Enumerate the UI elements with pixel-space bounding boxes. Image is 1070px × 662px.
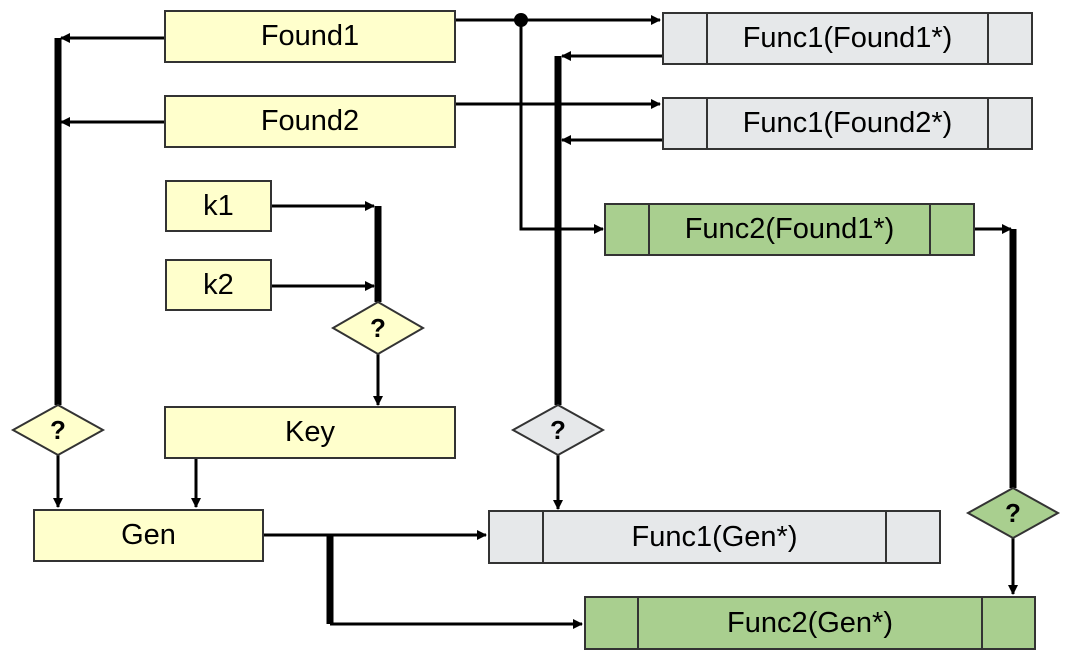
decision-label: ? [50,415,66,445]
box-end-left [586,598,639,648]
box-end-left [606,205,650,254]
found2-box: Found2 [164,95,456,148]
key-box: Key [164,406,456,459]
func1-found2-label: Func1(Found2*) [742,107,953,139]
found1-label: Found1 [260,20,360,52]
func2-gen-box: Func2(Gen*) [584,596,1036,650]
func1-gen-box: Func1(Gen*) [488,510,941,564]
arrow-found1-to-func2-found1 [519,20,604,234]
decision-diamond [510,403,606,457]
box-end-left [664,14,708,63]
key-label: Key [285,416,335,448]
decision-label: ? [370,313,386,343]
decision-diamond [10,403,106,457]
func1-gen-label: Func1(Gen*) [631,520,798,553]
found1-box: Found1 [164,10,456,63]
decision-label: ? [1005,498,1021,528]
func1-found1-box: Func1(Found1*) [662,12,1033,65]
func2-gen-label: Func2(Gen*) [726,606,893,639]
box-end-right [981,598,1034,648]
k1-label: k1 [203,189,234,222]
func1-found2-box: Func1(Found2*) [662,97,1033,150]
decision-diamond [965,486,1061,540]
box-end-left [490,512,544,562]
k2-label: k2 [203,268,234,301]
found2-label: Found2 [260,105,360,137]
gen-box: Gen [33,509,264,562]
func2-found1-label: Func2(Found1*) [684,213,895,245]
box-end-left [664,99,708,148]
box-end-right [987,99,1031,148]
left-decision: ? [10,403,106,457]
keys-decision: ? [331,300,425,356]
decision-label: ? [550,415,566,445]
k2-box: k2 [165,259,272,311]
decision-diamond [331,300,425,356]
func2-decision: ? [965,486,1061,540]
func1-found1-label: Func1(Found1*) [742,22,953,54]
box-end-right [885,512,939,562]
gen-label: Gen [121,519,176,551]
k1-box: k1 [165,180,272,232]
func1-decision: ? [510,403,606,457]
box-end-right [987,14,1031,63]
box-end-right [929,205,973,254]
func2-found1-box: Func2(Found1*) [604,203,975,256]
